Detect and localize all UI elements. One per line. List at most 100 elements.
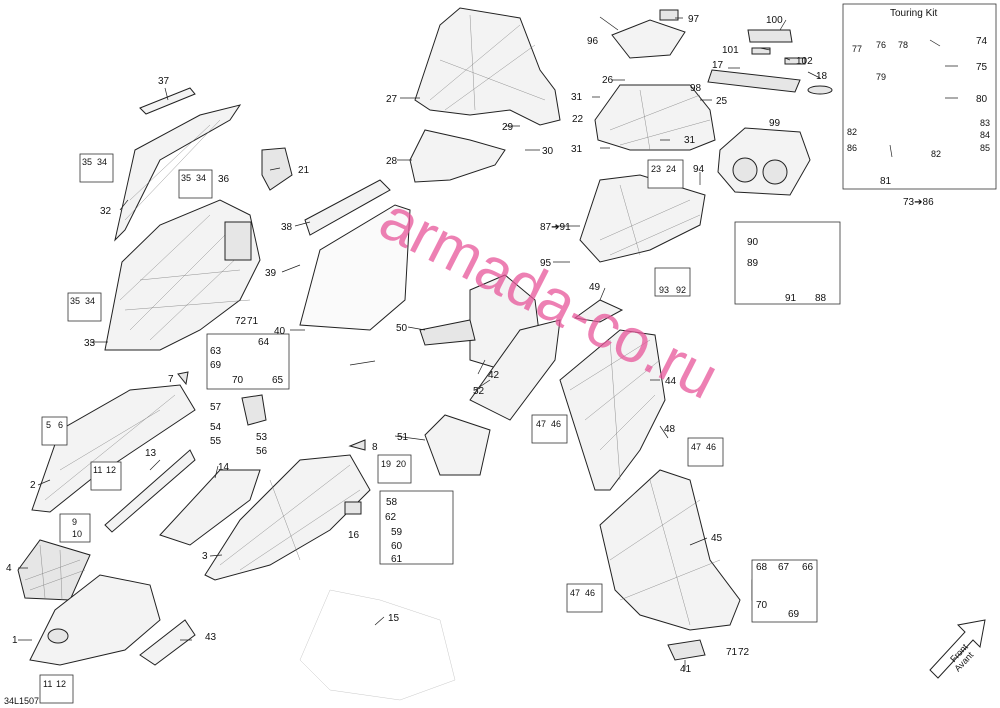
callout-52: 52 bbox=[473, 386, 485, 397]
callout-23: 23 bbox=[651, 164, 661, 174]
callout-11b: 11 bbox=[43, 679, 52, 689]
callout-46b: 46 bbox=[706, 442, 716, 452]
callout-32: 32 bbox=[100, 206, 112, 217]
callout-12a: 12 bbox=[106, 465, 116, 475]
callout-44: 44 bbox=[665, 376, 677, 387]
callout-40: 40 bbox=[274, 326, 286, 337]
callout-35a: 35 bbox=[82, 157, 92, 167]
callouts: 1 2 3 4 5 6 7 8 9 10 11 12 13 14 15 16 1… bbox=[6, 14, 990, 689]
callout-24: 24 bbox=[666, 164, 676, 174]
callout-55: 55 bbox=[210, 436, 222, 447]
callout-37: 37 bbox=[158, 76, 170, 87]
part-13-strip bbox=[104, 449, 196, 533]
callout-28: 28 bbox=[386, 156, 398, 167]
callout-90: 90 bbox=[747, 237, 759, 248]
callout-7: 7 bbox=[168, 374, 174, 385]
callout-92: 92 bbox=[676, 285, 686, 295]
callout-70b: 70 bbox=[756, 600, 768, 611]
callout-30: 30 bbox=[542, 146, 554, 157]
bolt-box-35-34a bbox=[79, 153, 114, 183]
callout-102: 102 bbox=[796, 56, 813, 67]
part-14-panel bbox=[159, 469, 261, 546]
part-17-bar bbox=[707, 69, 801, 93]
part-28 bbox=[409, 129, 506, 183]
callout-101: 101 bbox=[722, 45, 739, 56]
callout-94: 94 bbox=[693, 164, 705, 175]
callout-15: 15 bbox=[388, 613, 400, 624]
callout-21: 21 bbox=[298, 165, 310, 176]
bolt-box-47-46a bbox=[531, 414, 568, 444]
callout-35c: 35 bbox=[70, 296, 80, 306]
callout-57: 57 bbox=[210, 402, 222, 413]
bolt-box-19-20 bbox=[377, 454, 412, 484]
callout-98: 98 bbox=[690, 83, 702, 94]
callout-46c: 46 bbox=[585, 588, 595, 598]
callout-77: 77 bbox=[852, 44, 862, 54]
callout-95: 95 bbox=[540, 258, 552, 269]
callout-16: 16 bbox=[348, 530, 360, 541]
callout-42: 42 bbox=[488, 370, 500, 381]
callout-45: 45 bbox=[711, 533, 723, 544]
callout-6: 6 bbox=[58, 420, 63, 430]
bolt-box-11-12b bbox=[39, 674, 74, 704]
part-37-strip bbox=[139, 87, 196, 115]
callout-47a: 47 bbox=[536, 419, 546, 429]
callout-71b: 71 bbox=[726, 647, 738, 658]
callout-51: 51 bbox=[397, 432, 409, 443]
callout-39: 39 bbox=[265, 268, 277, 279]
bolt-box-35-34b bbox=[178, 169, 213, 199]
callout-35b: 35 bbox=[181, 173, 191, 183]
bolt-box-9-10 bbox=[59, 513, 91, 543]
part-22-bracket bbox=[594, 84, 716, 151]
callout-88: 88 bbox=[815, 293, 827, 304]
bolt-box-11-12a bbox=[90, 461, 122, 491]
callout-19: 19 bbox=[381, 459, 391, 469]
part-43 bbox=[139, 619, 196, 666]
callout-89: 89 bbox=[747, 258, 759, 269]
callout-8: 8 bbox=[372, 442, 378, 453]
callout-63: 63 bbox=[210, 346, 222, 357]
part-4-grille bbox=[17, 539, 91, 601]
callout-34c: 34 bbox=[85, 296, 95, 306]
callout-91: 91 bbox=[785, 293, 797, 304]
bolt-box-5-6 bbox=[41, 416, 68, 446]
callout-75: 75 bbox=[976, 62, 988, 73]
callout-33: 33 bbox=[84, 338, 96, 349]
callout-87-91: 87➔91 bbox=[540, 222, 571, 233]
part-38-outline bbox=[304, 179, 391, 236]
part-7 bbox=[177, 371, 189, 386]
callout-84: 84 bbox=[980, 130, 990, 140]
callout-29: 29 bbox=[502, 122, 514, 133]
touring-kit-title: Touring Kit bbox=[890, 8, 937, 19]
callout-82b: 82 bbox=[931, 149, 941, 159]
bolt-box-23-24 bbox=[647, 159, 684, 189]
part-32-side-panel bbox=[114, 104, 242, 242]
callout-86: 86 bbox=[847, 143, 857, 153]
callout-13: 13 bbox=[145, 448, 157, 459]
callout-58: 58 bbox=[386, 497, 398, 508]
callout-2: 2 bbox=[30, 480, 36, 491]
callout-47c: 47 bbox=[570, 588, 580, 598]
detail-box-58-62 bbox=[379, 490, 454, 565]
callout-60: 60 bbox=[391, 541, 403, 552]
callout-72a: 72 bbox=[235, 316, 247, 327]
part-49 bbox=[573, 299, 624, 323]
callout-80: 80 bbox=[976, 94, 988, 105]
callout-54: 54 bbox=[210, 422, 222, 433]
callout-17: 17 bbox=[712, 60, 724, 71]
part-33-inner-fairing bbox=[104, 199, 261, 351]
callout-49: 49 bbox=[589, 282, 601, 293]
callout-14: 14 bbox=[218, 462, 230, 473]
bolt-box-47-46c bbox=[566, 583, 603, 613]
part-41 bbox=[667, 639, 706, 661]
callout-3: 3 bbox=[202, 551, 208, 562]
callout-43: 43 bbox=[205, 632, 217, 643]
bolt-box-93-92 bbox=[654, 267, 691, 297]
callout-18: 18 bbox=[816, 71, 828, 82]
detail-box-66-70 bbox=[751, 559, 818, 623]
bolt-box-35-34c bbox=[67, 292, 102, 322]
callout-53: 53 bbox=[256, 432, 268, 443]
callout-66: 66 bbox=[802, 562, 814, 573]
callout-67: 67 bbox=[778, 562, 790, 573]
